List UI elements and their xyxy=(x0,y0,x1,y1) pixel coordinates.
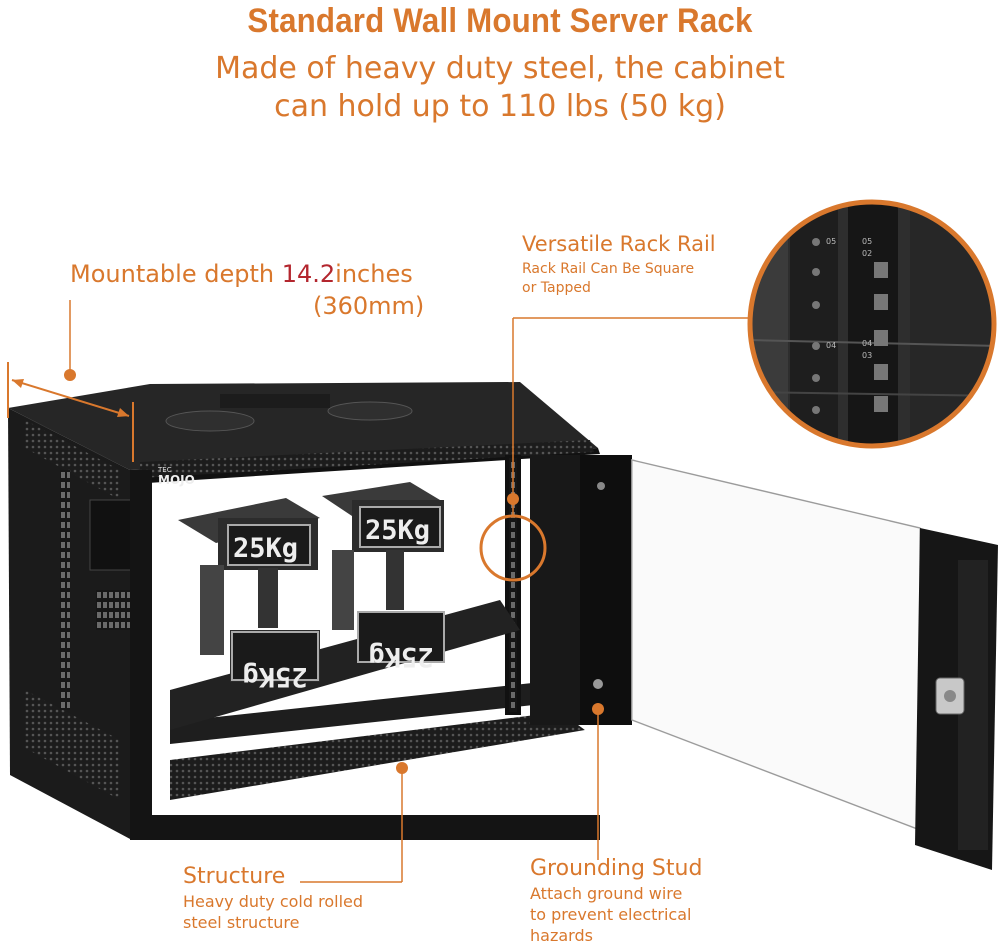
subtitle-line-2: can hold up to 110 lbs (50 kg) xyxy=(274,89,726,124)
svg-text:TEC: TEC xyxy=(157,466,172,474)
grounding-callout-graphics xyxy=(592,703,604,860)
rack-rail-callout-graphics xyxy=(479,317,750,582)
rack-rail-line-1: Rack Rail Can Be Square xyxy=(522,261,695,277)
rack-rail-zoom: 05 05 02 04 04 03 xyxy=(747,199,997,449)
cabinet-left-side xyxy=(8,408,136,840)
grounding-title: Grounding Stud xyxy=(530,856,703,881)
svg-text:05: 05 xyxy=(862,237,872,246)
svg-text:04: 04 xyxy=(826,341,836,350)
cabinet-front-frame xyxy=(130,455,632,840)
svg-text:25Kg: 25Kg xyxy=(233,533,298,564)
grounding-line-2: to prevent electrical xyxy=(530,905,692,924)
depth-metric: (360mm) xyxy=(313,292,425,320)
svg-text:04: 04 xyxy=(862,339,872,348)
test-weight-left: 25Kg 25Kg xyxy=(178,498,320,692)
grounding-line-1: Attach ground wire xyxy=(530,884,683,903)
grounding-line-3: hazards xyxy=(530,926,593,945)
subtitle-line-1: Made of heavy duty steel, the cabinet xyxy=(215,51,785,86)
rack-rail-line-2: or Tapped xyxy=(522,280,591,296)
svg-text:05: 05 xyxy=(826,237,836,246)
svg-text:25Kg: 25Kg xyxy=(368,641,433,672)
test-weight-right: 25Kg 25Kg xyxy=(322,482,445,672)
structure-line-2: steel structure xyxy=(183,913,300,932)
rack-rail-callout: Versatile Rack Rail Rack Rail Can Be Squ… xyxy=(522,232,752,298)
depth-value: 14.2 xyxy=(281,260,336,288)
depth-unit: inches xyxy=(335,260,413,288)
depth-label: Mountable depth xyxy=(70,260,282,288)
structure-callout: Structure Heavy duty cold rolled steel s… xyxy=(183,864,443,933)
depth-callout: Mountable depth 14.2inches xyxy=(70,260,490,288)
svg-text:25Kg: 25Kg xyxy=(365,515,430,546)
page-title: Standard Wall Mount Server Rack xyxy=(247,2,753,40)
depth-dimension-line xyxy=(7,300,134,462)
structure-callout-graphics xyxy=(300,762,408,883)
subtitle: Made of heavy duty steel, the cabinet ca… xyxy=(0,50,1000,126)
cabinet-top xyxy=(8,382,600,484)
brand-logo: TEC MOJO xyxy=(157,466,195,487)
svg-text:03: 03 xyxy=(862,351,872,360)
structure-line-1: Heavy duty cold rolled xyxy=(183,892,364,911)
glass-door xyxy=(631,459,998,870)
svg-text:02: 02 xyxy=(862,249,872,258)
rack-rail-title: Versatile Rack Rail xyxy=(522,232,716,256)
grounding-callout: Grounding Stud Attach ground wire to pre… xyxy=(530,856,790,946)
svg-text:MOJO: MOJO xyxy=(158,473,195,487)
structure-title: Structure xyxy=(183,864,286,889)
svg-text:25Kg: 25Kg xyxy=(242,661,307,692)
